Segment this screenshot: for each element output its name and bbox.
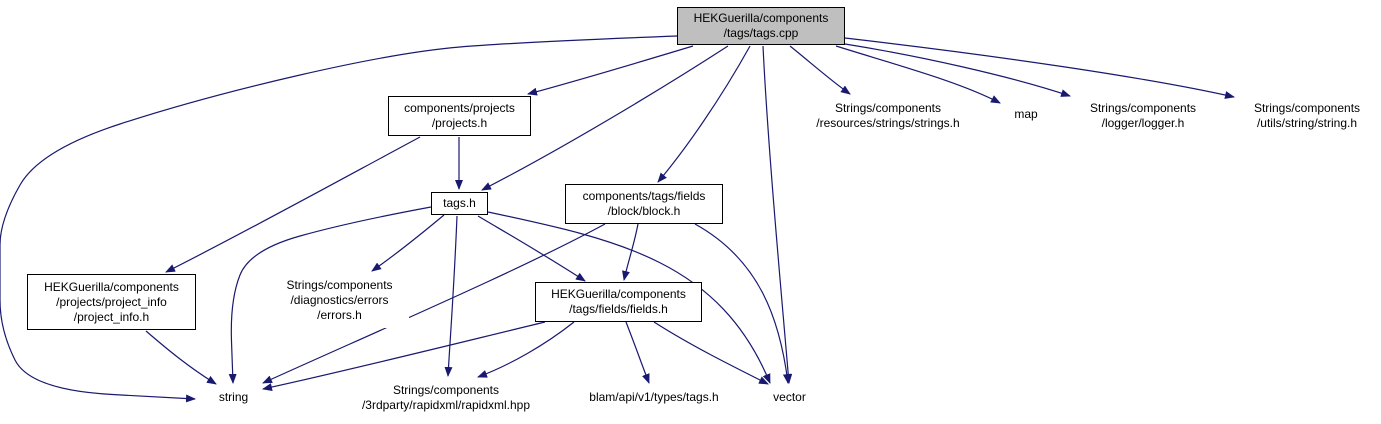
edge-root-to-logger_h xyxy=(844,43,1071,97)
node-strings-h[interactable]: Strings/components /resources/strings/st… xyxy=(798,96,978,136)
edge-block_h-to-fields_h xyxy=(622,223,639,281)
node-projects-h[interactable]: components/projects /projects.h xyxy=(388,96,531,136)
node-label: Strings/components /utils/string/string.… xyxy=(1253,101,1361,130)
node-map[interactable]: map xyxy=(1003,102,1049,127)
node-label: blam/api/v1/types/tags.h xyxy=(589,390,719,404)
node-label: Strings/components /logger/logger.h xyxy=(1089,101,1197,130)
edge-tags_h-to-vector xyxy=(487,211,771,384)
node-label: HEKGuerilla/components /tags/fields/fiel… xyxy=(551,287,686,316)
edge-tags_h-to-string xyxy=(228,206,432,384)
edge-root-to-block_h xyxy=(657,45,751,183)
node-label: Strings/components /3rdparty/rapidxml/ra… xyxy=(361,383,531,412)
node-rapidxml[interactable]: Strings/components /3rdparty/rapidxml/ra… xyxy=(344,378,548,418)
edge-root-to-string xyxy=(0,35,678,403)
edge-root-to-map xyxy=(835,45,1001,104)
node-errors-h[interactable]: Strings/components /diagnostics/errors /… xyxy=(270,272,409,328)
edge-root-to-projects_h xyxy=(527,45,694,96)
node-root[interactable]: HEKGuerilla/components /tags/tags.cpp xyxy=(677,7,845,45)
node-tags-h[interactable]: tags.h xyxy=(431,192,488,215)
edge-fields_h-to-blam_tags xyxy=(625,321,650,384)
edge-tags_h-to-fields_h xyxy=(477,215,586,282)
node-label: map xyxy=(1014,107,1038,121)
node-label: HEKGuerilla/components /projects/project… xyxy=(44,279,179,324)
node-label: HEKGuerilla/components /tags/tags.cpp xyxy=(693,11,829,40)
edge-block_h-to-vector xyxy=(694,223,791,384)
edge-layer xyxy=(0,35,1235,403)
node-block-h[interactable]: components/tags/fields /block/block.h xyxy=(565,184,723,224)
edge-root-to-strings_h xyxy=(789,45,851,95)
node-label: string xyxy=(218,390,249,404)
node-string-h[interactable]: Strings/components /utils/string/string.… xyxy=(1237,96,1377,136)
node-string[interactable]: string xyxy=(206,385,261,410)
edge-root-to-vector xyxy=(762,45,793,384)
edge-tags_h-to-errors_h xyxy=(371,214,445,272)
node-logger-h[interactable]: Strings/components /logger/logger.h xyxy=(1073,96,1213,136)
edge-projects_h-to-project_info_h xyxy=(165,136,421,273)
node-blam-tags[interactable]: blam/api/v1/types/tags.h xyxy=(574,385,734,410)
edge-project_info_h-to-string xyxy=(145,330,217,385)
edge-fields_h-to-string xyxy=(262,321,546,391)
edge-block_h-to-string xyxy=(262,223,606,384)
node-project-info-h[interactable]: HEKGuerilla/components /projects/project… xyxy=(27,274,196,330)
edge-tags_h-to-rapidxml xyxy=(444,215,458,377)
edge-root-to-tags_h xyxy=(481,45,729,191)
node-label: components/projects /projects.h xyxy=(404,101,515,130)
node-label: Strings/components /resources/strings/st… xyxy=(816,101,960,130)
node-label: tags.h xyxy=(443,196,476,210)
edge-fields_h-to-rapidxml xyxy=(477,321,575,378)
edge-root-to-string_h xyxy=(844,37,1235,99)
node-label: Strings/components /diagnostics/errors /… xyxy=(286,277,393,322)
node-fields-h[interactable]: HEKGuerilla/components /tags/fields/fiel… xyxy=(535,282,702,322)
node-vector[interactable]: vector xyxy=(762,385,817,410)
node-label: components/tags/fields /block/block.h xyxy=(582,189,706,218)
node-label: vector xyxy=(773,390,806,404)
edge-fields_h-to-vector xyxy=(653,321,769,385)
